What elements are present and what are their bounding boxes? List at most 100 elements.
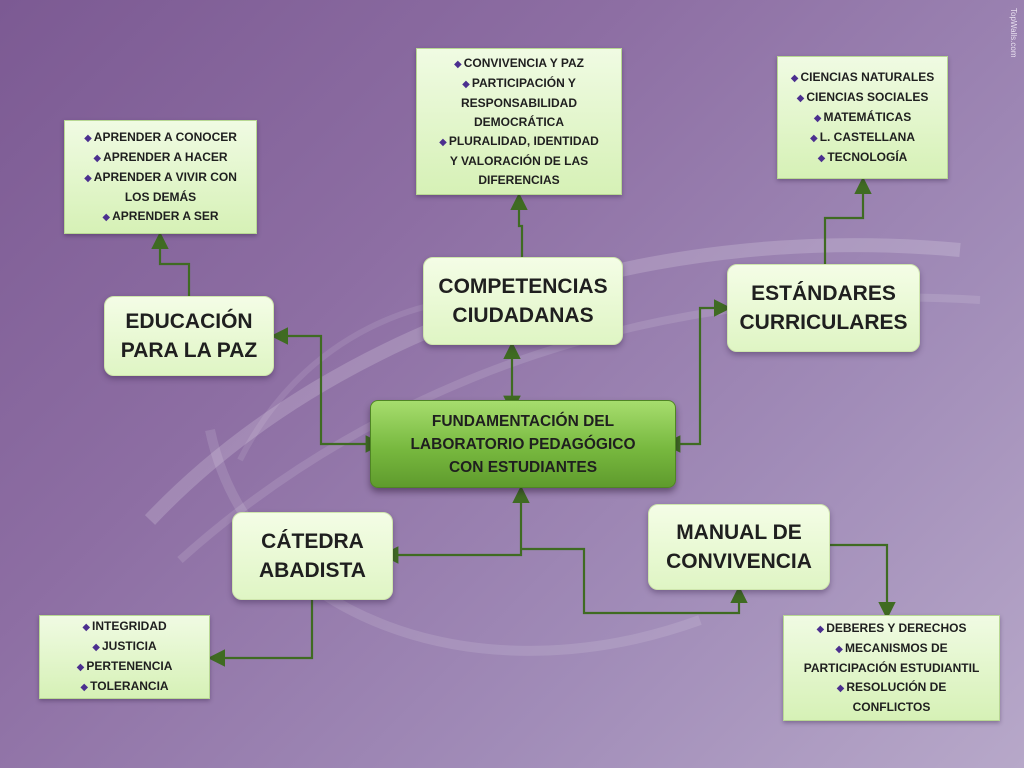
node-estandares-curriculares[interactable]: ESTÁNDARES CURRICULARES: [727, 264, 920, 352]
list-item-text: TECNOLOGÍA: [827, 149, 908, 164]
diamond-bullet-icon: ◆: [796, 92, 805, 104]
list-item-text: MECANISMOS DE: [845, 641, 948, 655]
list-item-text: TOLERANCIA: [90, 679, 169, 693]
catedra-line-2: ABADISTA: [259, 559, 366, 582]
list-item: ◆TOLERANCIA: [80, 677, 168, 697]
estandares-line-2: CURRICULARES: [739, 311, 908, 334]
list-item: ◆PERTENENCIA: [77, 657, 173, 677]
list-item-text: INTEGRIDAD: [92, 619, 167, 633]
list-item-text: DIFERENCIAS: [478, 172, 560, 187]
connector-competencias-list: [510, 192, 528, 257]
list-item: ◆PARTICIPACIÓN Y: [462, 74, 576, 94]
list-item: ◆DEBERES Y DERECHOS: [817, 619, 967, 639]
list-item: ◆APRENDER A CONOCER: [84, 128, 237, 148]
list-item-text: DEBERES Y DERECHOS: [826, 621, 967, 635]
list-educacion: ◆APRENDER A CONOCER◆APRENDER A HACER◆APR…: [64, 120, 257, 234]
manual-line-2: CONVIVENCIA: [666, 550, 812, 573]
node-catedra-abadista[interactable]: CÁTEDRA ABADISTA: [232, 512, 393, 600]
list-item-text: APRENDER A VIVIR CON: [93, 169, 237, 184]
list-catedra: ◆INTEGRIDAD◆JUSTICIA◆PERTENENCIA◆TOLERAN…: [39, 615, 210, 699]
list-item-text: CIENCIAS SOCIALES: [806, 89, 929, 104]
connector-center-manual: [521, 547, 748, 615]
connector-catedra-list: [207, 600, 314, 667]
connector-center-estandares: [662, 299, 732, 453]
manual-line-1: MANUAL DE: [676, 521, 802, 544]
list-item-text: PARTICIPACIÓN Y: [471, 75, 576, 90]
list-item: LOS DEMÁS: [125, 188, 196, 207]
list-item-text: PERTENENCIA: [86, 659, 173, 673]
list-item-text: PARTICIPACIÓN ESTUDIANTIL: [803, 661, 980, 675]
list-item-text: DEMOCRÁTICA: [474, 114, 564, 129]
list-item: ◆TECNOLOGÍA: [818, 148, 908, 168]
list-item-text: CONVIVENCIA Y PAZ: [463, 55, 584, 70]
list-item-text: LOS DEMÁS: [124, 189, 197, 204]
list-item: ◆MECANISMOS DE: [835, 639, 947, 659]
estandares-line-1: ESTÁNDARES: [751, 282, 896, 305]
diamond-bullet-icon: ◆: [835, 644, 843, 655]
diamond-bullet-icon: ◆: [439, 136, 447, 148]
diamond-bullet-icon: ◆: [84, 132, 92, 144]
connector-estandares-list: [823, 176, 872, 264]
node-manual-de-convivencia[interactable]: MANUAL DE CONVIVENCIA: [648, 504, 830, 590]
connector-manual-list: [830, 543, 896, 620]
list-item: ◆INTEGRIDAD: [82, 617, 166, 637]
diamond-bullet-icon: ◆: [76, 662, 85, 673]
catedra-line-1: CÁTEDRA: [261, 530, 364, 553]
list-item: DIFERENCIAS: [478, 171, 559, 190]
diamond-bullet-icon: ◆: [817, 152, 826, 164]
list-item: PARTICIPACIÓN ESTUDIANTIL: [804, 659, 980, 678]
list-item-text: MATEMÁTICAS: [823, 109, 912, 124]
list-item-text: APRENDER A CONOCER: [93, 129, 237, 144]
list-item: ◆APRENDER A VIVIR CON: [84, 168, 237, 188]
node-competencias-ciudadanas[interactable]: COMPETENCIAS CIUDADANAS: [423, 257, 623, 345]
list-item: ◆APRENDER A HACER: [93, 148, 227, 168]
list-item: ◆JUSTICIA: [92, 637, 156, 657]
list-item: RESPONSABILIDAD: [461, 94, 577, 113]
center-line-3: CON ESTUDIANTES: [448, 458, 598, 476]
diamond-bullet-icon: ◆: [809, 132, 818, 144]
center-node-fundamentacion[interactable]: FUNDAMENTACIÓN DEL LABORATORIO PEDAGÓGIC…: [370, 400, 676, 488]
diamond-bullet-icon: ◆: [92, 642, 100, 653]
list-item-text: PLURALIDAD, IDENTIDAD: [448, 133, 599, 148]
list-item: Y VALORACIÓN DE LAS: [450, 152, 588, 171]
competencias-line-1: COMPETENCIAS: [438, 275, 608, 298]
list-item-text: APRENDER A HACER: [103, 149, 228, 164]
diamond-bullet-icon: ◆: [836, 683, 845, 694]
diamond-bullet-icon: ◆: [462, 78, 470, 90]
diamond-bullet-icon: ◆: [82, 622, 91, 633]
node-educacion-para-la-paz[interactable]: EDUCACIÓN PARA LA PAZ: [104, 296, 274, 376]
list-item-text: RESOLUCIÓN DE: [846, 680, 947, 694]
list-item: ◆L. CASTELLANA: [810, 128, 915, 148]
list-item: ◆CIENCIAS SOCIALES: [797, 88, 929, 108]
list-item: ◆CIENCIAS NATURALES: [791, 68, 934, 88]
list-item: ◆PLURALIDAD, IDENTIDAD: [439, 132, 599, 152]
diamond-bullet-icon: ◆: [84, 172, 92, 184]
center-line-2: LABORATORIO PEDAGÓGICO: [410, 435, 636, 453]
list-item: DEMOCRÁTICA: [474, 113, 564, 132]
watermark: TopWalls.com: [1009, 8, 1018, 58]
list-item: ◆CONVIVENCIA Y PAZ: [454, 54, 584, 74]
connector-educacion-list: [151, 231, 191, 296]
center-line-1: FUNDAMENTACIÓN DEL: [431, 412, 615, 430]
list-estandares: ◆CIENCIAS NATURALES◆CIENCIAS SOCIALES◆MA…: [777, 56, 948, 179]
diamond-bullet-icon: ◆: [816, 624, 825, 635]
diamond-bullet-icon: ◆: [813, 112, 822, 124]
list-item: ◆RESOLUCIÓN DE: [837, 678, 947, 698]
list-item: CONFLICTOS: [853, 698, 931, 717]
educacion-line-1: EDUCACIÓN: [125, 310, 253, 333]
list-item-text: CONFLICTOS: [852, 700, 931, 714]
diamond-bullet-icon: ◆: [454, 58, 462, 70]
diamond-bullet-icon: ◆: [93, 152, 102, 164]
connector-catedra-center: [380, 485, 530, 564]
competencias-line-2: CIUDADANAS: [452, 304, 594, 327]
list-item-text: L. CASTELLANA: [819, 129, 916, 144]
list-item-text: RESPONSABILIDAD: [460, 95, 577, 110]
list-item: ◆APRENDER A SER: [102, 207, 218, 227]
educacion-line-2: PARA LA PAZ: [120, 339, 258, 362]
list-item-text: CIENCIAS NATURALES: [800, 69, 935, 84]
diamond-bullet-icon: ◆: [102, 211, 111, 223]
connector-center-educacion: [270, 327, 384, 453]
